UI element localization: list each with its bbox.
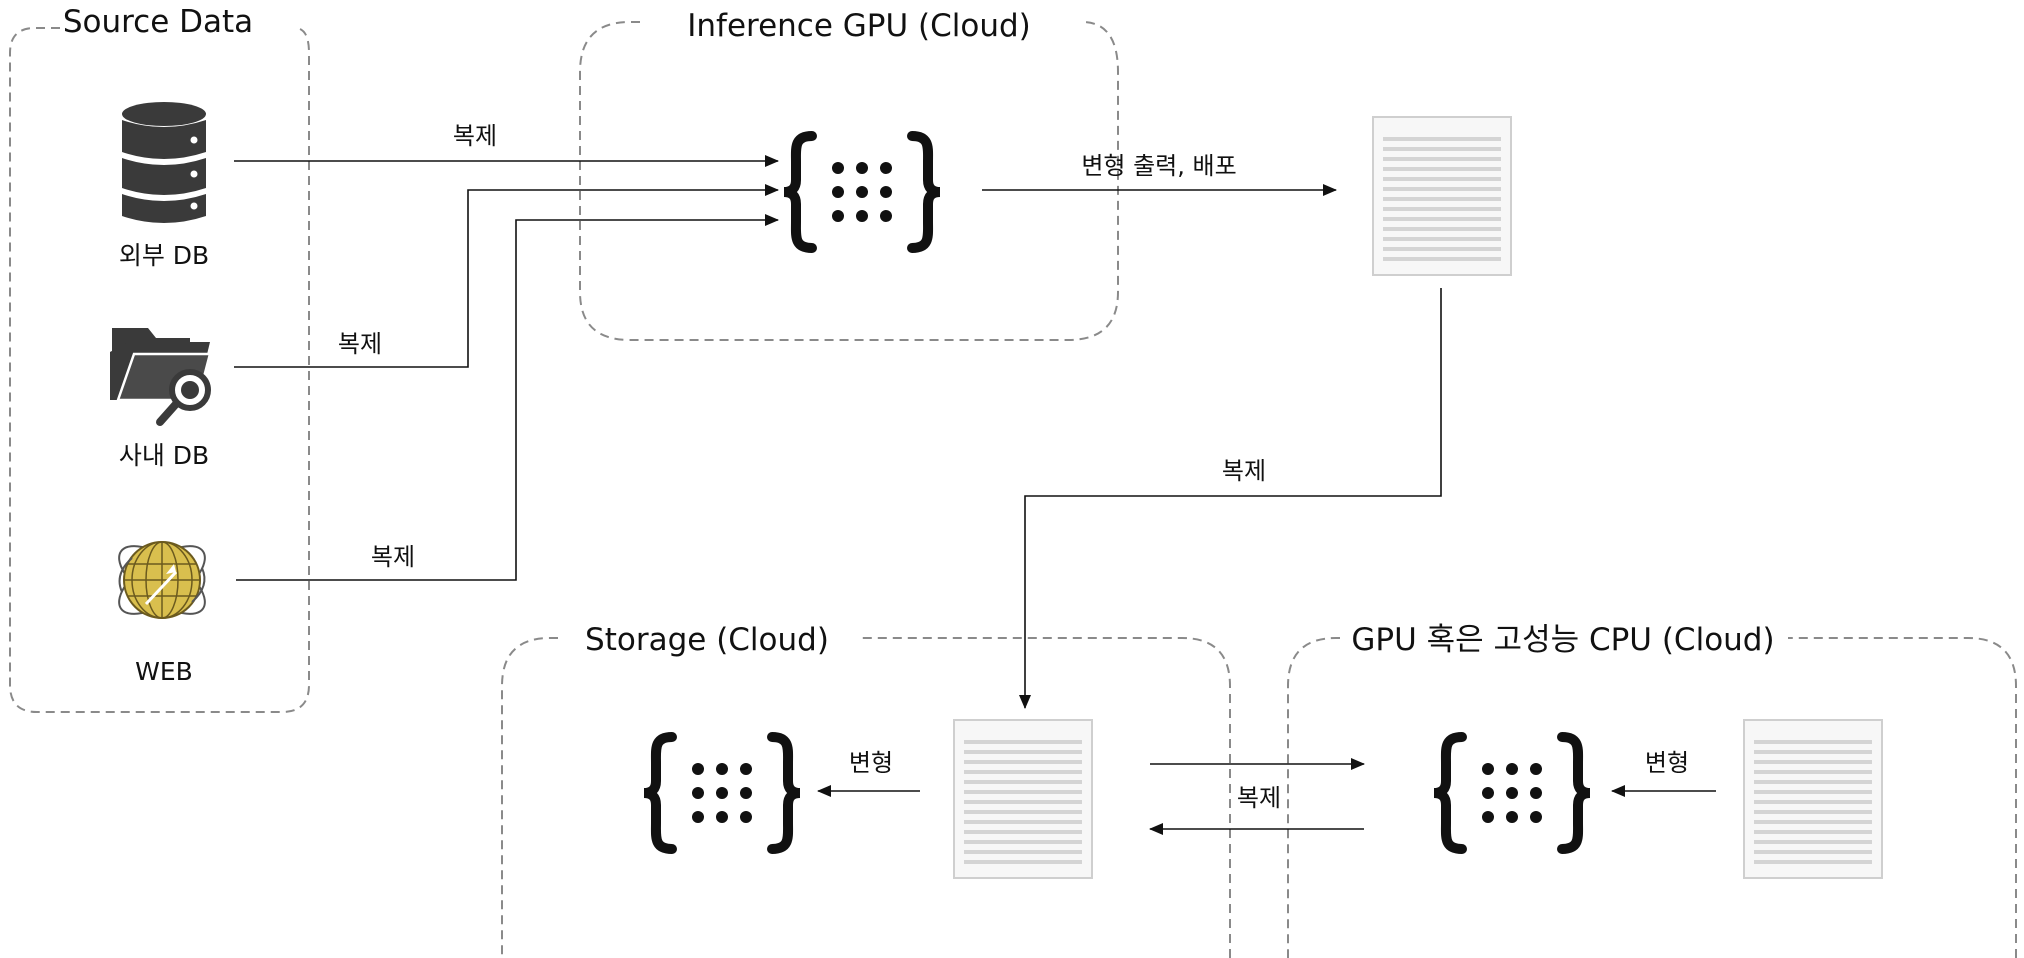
group-source-data: Source Data [9,4,310,713]
edge-label: 변형 출력, 배포 [1081,152,1236,180]
document-icon [1371,115,1513,277]
globe-icon [118,541,206,619]
processing-node-icon [644,737,800,849]
document-icon [952,718,1094,880]
folder-search-icon [110,328,212,426]
group-title: GPU 혹은 고성능 CPU (Cloud) [1351,622,1774,658]
group-storage: Storage (Cloud) [501,622,1231,958]
source-label-internal-db: 사내 DB [119,441,209,470]
edge-label: 복제 [371,543,415,571]
edge-label: 복제 [338,330,382,358]
edge-label: 복제 [1237,784,1281,812]
database-icon [122,102,206,223]
edge-label: 변형 [1645,749,1689,777]
source-label-external-db: 외부 DB [119,241,209,270]
group-title: Inference GPU (Cloud) [687,8,1031,44]
processing-node-icon [1434,737,1590,849]
document-icon [1742,718,1884,880]
source-label-web: WEB [135,657,193,686]
edge-label: 복제 [1222,457,1266,485]
group-title: Source Data [63,4,253,40]
edge-copy-web [236,214,779,581]
group-title: Storage (Cloud) [585,622,829,658]
group-inference-gpu: Inference GPU (Cloud) [579,8,1119,341]
group-gpu-cpu: GPU 혹은 고성능 CPU (Cloud) [1287,622,2017,958]
processing-node-icon [784,136,940,248]
edge-copy-internal [234,184,779,368]
edge-label: 변형 [849,749,893,777]
edge-label: 복제 [453,122,497,150]
edge-copy-to-storage [1019,288,1442,709]
